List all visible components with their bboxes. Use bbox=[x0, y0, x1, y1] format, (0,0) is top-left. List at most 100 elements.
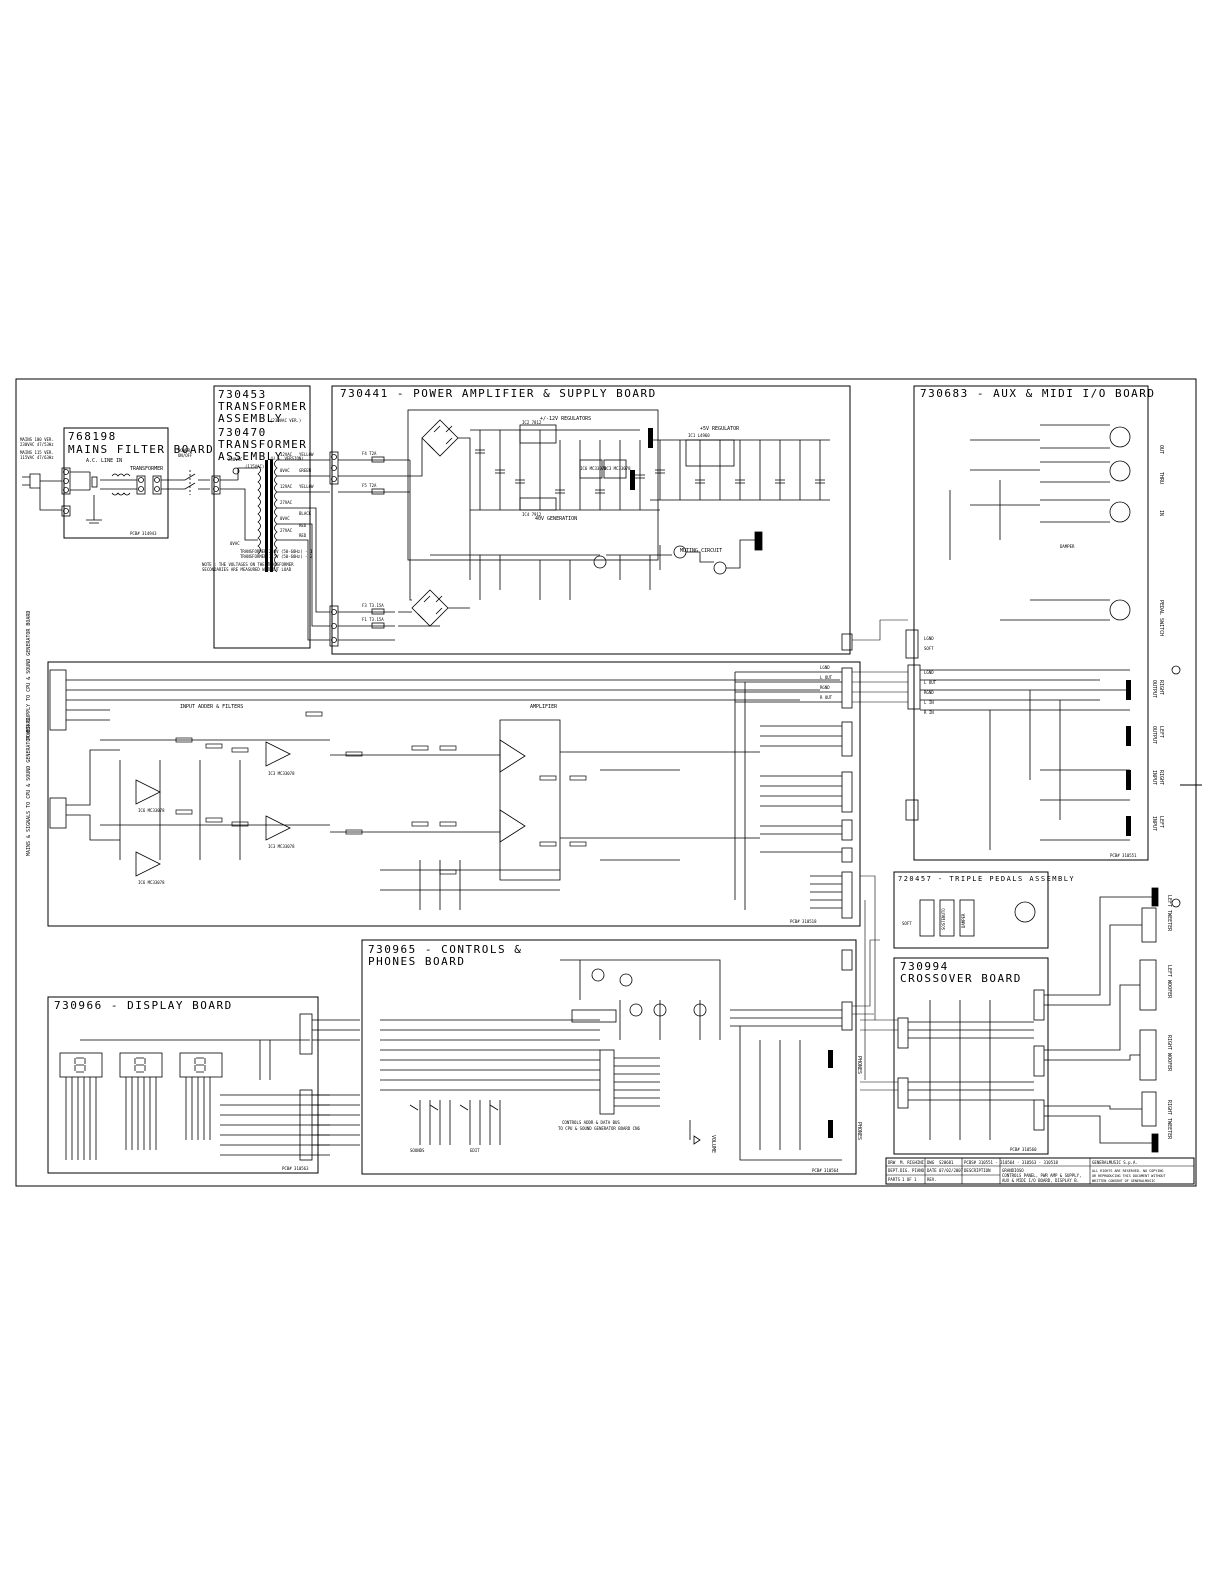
svg-text:OUT: OUT bbox=[1158, 445, 1164, 454]
mains-filter-pcb: PCB# 314943 bbox=[130, 531, 157, 536]
svg-text:F5 T2A: F5 T2A bbox=[362, 483, 377, 488]
mains-in-notes: MAINS 100 VER. 230VAC 47/53Hz MAINS 115 … bbox=[20, 437, 54, 460]
mains-filter-code: 768198 bbox=[68, 430, 117, 443]
svg-text:PCB# 310564: PCB# 310564 bbox=[812, 1168, 839, 1173]
svg-text:CONTROLS ADDR & DATA BUS: CONTROLS ADDR & DATA BUS bbox=[562, 1120, 620, 1125]
svg-text:R IN: R IN bbox=[924, 710, 934, 715]
svg-text:R OUT: R OUT bbox=[820, 695, 833, 700]
svg-text:720457 - TRIPLE PEDALS ASSEMBL: 720457 - TRIPLE PEDALS ASSEMBLY bbox=[898, 875, 1075, 883]
mains-filter-name: MAINS FILTER BOARD bbox=[68, 443, 214, 456]
svg-text:0VAC: 0VAC bbox=[280, 516, 290, 521]
svg-text:RED: RED bbox=[299, 533, 307, 538]
svg-text:DWG: DWG bbox=[927, 1160, 935, 1165]
svg-text:LGND: LGND bbox=[820, 665, 830, 670]
power-input-terminals bbox=[329, 451, 410, 647]
fuse-labels: F4 T2A F5 T2A F3 T3.15A F1 T3.15A bbox=[362, 451, 384, 622]
svg-text:CROSSOVER BOARD: CROSSOVER BOARD bbox=[900, 972, 1022, 985]
mains-filter-board: 768198 MAINS FILTER BOARD A.C. LINE IN T… bbox=[61, 427, 214, 539]
svg-text:YELLOW: YELLOW bbox=[299, 452, 314, 457]
ic-labels: IC2 7812 IC4 7912 IC1 L4960 IC6 MC33078 … bbox=[522, 420, 710, 517]
speakers bbox=[1044, 887, 1159, 1153]
aux-signal-labels: LGND L OUT RGND L IN R IN LGND SOFT bbox=[924, 636, 937, 715]
svg-text:RGND: RGND bbox=[820, 685, 830, 690]
svg-text:(230VAC VER.): (230VAC VER.) bbox=[270, 418, 301, 423]
svg-text:OR REPRODUCING THIS DOCUMENT W: OR REPRODUCING THIS DOCUMENT WITHOUT bbox=[1092, 1174, 1166, 1178]
svg-text:RIGHT: RIGHT bbox=[1158, 770, 1164, 785]
svg-text:IC3 MC33078: IC3 MC33078 bbox=[268, 844, 295, 849]
svg-text:115VAC 47/63Hz: 115VAC 47/63Hz bbox=[20, 455, 54, 460]
svg-text:07/02/2007: 07/02/2007 bbox=[939, 1168, 964, 1173]
svg-text:CONTROLS PANEL, PWR AMP & SUPP: CONTROLS PANEL, PWR AMP & SUPPLY, bbox=[1002, 1173, 1081, 1178]
svg-text:12VAC: 12VAC bbox=[280, 452, 293, 457]
midi-din-jacks bbox=[949, 424, 1131, 621]
controls-wiring bbox=[380, 949, 853, 1161]
svg-text:ASSEMBLY: ASSEMBLY bbox=[218, 450, 283, 463]
svg-text:WRITTEN CONSENT OF GENERALMUSI: WRITTEN CONSENT OF GENERALMUSIC bbox=[1092, 1179, 1155, 1183]
svg-text:730453: 730453 bbox=[218, 388, 267, 401]
svg-text:LGND: LGND bbox=[924, 636, 934, 641]
svg-text:IC3 MC33078: IC3 MC33078 bbox=[268, 771, 295, 776]
aux-midi-board: 730683 - AUX & MIDI I/O BOARD PCB# 31055… bbox=[913, 385, 1164, 861]
aux-jacks bbox=[905, 629, 1130, 850]
svg-text:IC4 7912: IC4 7912 bbox=[522, 512, 542, 517]
svg-text:0VAC: 0VAC bbox=[230, 541, 240, 546]
svg-text:730966 - DISPLAY BOARD: 730966 - DISPLAY BOARD bbox=[54, 999, 233, 1012]
svg-text:DAMPER: DAMPER bbox=[961, 913, 966, 928]
svg-text:INPUT ADDER & FILTERS: INPUT ADDER & FILTERS bbox=[180, 704, 243, 710]
amplifier-section: INPUT ADDER & FILTERS AMPLIFIER PCB# 310… bbox=[47, 661, 861, 927]
power-supply-connector: POWER SUPPLY TO CPU & SOUND GENERATOR BO… bbox=[26, 611, 67, 856]
svg-text:DATE: DATE bbox=[927, 1168, 937, 1173]
svg-text:27VAC: 27VAC bbox=[280, 500, 293, 505]
power-switch: POWER ON/OFF bbox=[175, 448, 210, 495]
svg-text:PHONES: PHONES bbox=[856, 1122, 862, 1140]
svg-text:PCB# 310518: PCB# 310518 bbox=[790, 919, 817, 924]
svg-text:(115VAC): (115VAC) bbox=[245, 464, 264, 469]
seven-segment-displays bbox=[59, 1013, 360, 1161]
filter-capacitors bbox=[470, 429, 830, 511]
svg-text:LEFT WOOFER: LEFT WOOFER bbox=[1166, 965, 1172, 999]
svg-text:F4 T2A: F4 T2A bbox=[362, 451, 377, 456]
svg-text:RIGHT WOOFER: RIGHT WOOFER bbox=[1166, 1035, 1172, 1072]
opamp-labels: IC3 MC33078 IC3 MC33078 IC6 MC33078 IC6 … bbox=[138, 771, 295, 885]
ac-line-in: A.C. LINE IN bbox=[86, 458, 122, 464]
connector-column bbox=[734, 633, 853, 919]
voltage-note: NOTE : THE VOLTAGES ON THE TRANSFORMER bbox=[202, 562, 294, 567]
svg-text:730965 - CONTROLS &: 730965 - CONTROLS & bbox=[368, 943, 522, 956]
svg-text:DIG. PIANO: DIG. PIANO bbox=[900, 1168, 925, 1173]
svg-text:AUX & MIDI I/O BOARD, DISPLAY: AUX & MIDI I/O BOARD, DISPLAY B. bbox=[1002, 1178, 1079, 1183]
muting-circuit bbox=[430, 531, 763, 600]
svg-text:1 OF 1: 1 OF 1 bbox=[902, 1177, 917, 1182]
svg-text:EDIT: EDIT bbox=[470, 1148, 480, 1153]
resistors bbox=[175, 711, 587, 875]
crossover-board: 730994 CROSSOVER BOARD PCB# 310560 bbox=[893, 957, 1049, 1155]
svg-text:PCB# 310563: PCB# 310563 bbox=[282, 1166, 309, 1171]
svg-text:PCB# 310551: PCB# 310551 bbox=[1110, 853, 1137, 858]
svg-text:SECONDARIES ARE MEASURED WITHO: SECONDARIES ARE MEASURED WITHOUT LOAD bbox=[202, 567, 292, 572]
svg-text:ALL RIGHTS ARE RESERVED. NO CO: ALL RIGHTS ARE RESERVED. NO COPYING bbox=[1092, 1169, 1163, 1173]
svg-text:THRU: THRU bbox=[1158, 472, 1164, 484]
svg-text:TRANSFORMER: TRANSFORMER bbox=[218, 400, 307, 413]
amp-wiring bbox=[66, 679, 840, 910]
svg-text:INPUT: INPUT bbox=[1151, 816, 1157, 831]
svg-text:LEFT: LEFT bbox=[1158, 816, 1164, 828]
svg-text:MUTING CIRCUIT: MUTING CIRCUIT bbox=[680, 548, 722, 554]
svg-text:230VAC: 230VAC bbox=[228, 457, 243, 462]
svg-text:OUTPUT: OUTPUT bbox=[1151, 680, 1157, 698]
transformer-assembly: 730453 TRANSFORMER ASSEMBLY (230VAC VER.… bbox=[202, 385, 314, 649]
svg-text:INPUT: INPUT bbox=[1151, 770, 1157, 785]
svg-text:DRW: DRW bbox=[888, 1160, 896, 1165]
svg-text:0VAC: 0VAC bbox=[280, 468, 290, 473]
svg-text:40V GENERATION: 40V GENERATION bbox=[535, 516, 577, 522]
phone-jack-switches bbox=[828, 1050, 833, 1138]
svg-text:PHONES: PHONES bbox=[856, 1056, 862, 1074]
svg-text:ASSEMBLY: ASSEMBLY bbox=[218, 412, 283, 425]
svg-text:RGND: RGND bbox=[924, 690, 934, 695]
svg-text:RED: RED bbox=[299, 523, 307, 528]
sheet-border bbox=[15, 378, 1197, 1187]
svg-text:PEDAL SWITCH: PEDAL SWITCH bbox=[1158, 600, 1164, 636]
transformer-label: TRANSFORMER bbox=[130, 466, 164, 472]
phone-jack-icons bbox=[1126, 680, 1131, 836]
svg-text:SOUNDS: SOUNDS bbox=[410, 1148, 425, 1153]
svg-text:SOFT: SOFT bbox=[924, 646, 934, 651]
